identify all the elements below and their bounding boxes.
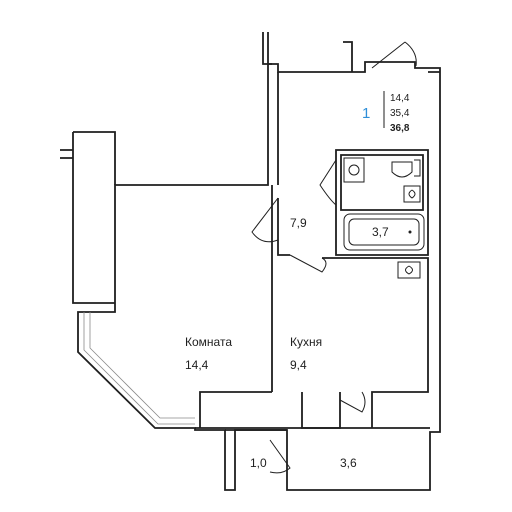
outer-wall-top-left: [262, 32, 272, 65]
bath-door-swing: [319, 159, 337, 206]
total-living-value: 35,4: [390, 108, 410, 119]
bathtub-inner: [348, 218, 420, 246]
balcony-large-area: 3,6: [340, 456, 357, 470]
outer-wall: [77, 32, 441, 491]
toilet-icon: [391, 159, 421, 178]
hall-door-swing: [251, 197, 327, 273]
interior-wall-bath: [335, 149, 429, 256]
outer-wall-left: [60, 131, 116, 304]
kitchen-area: 9,4: [290, 358, 307, 372]
bathroom-area: 3,7: [372, 225, 389, 239]
living-area-value: 14,4: [390, 93, 410, 104]
balcony-door-swing: [269, 391, 366, 474]
outer-wall-top-right: [343, 41, 440, 73]
bay-window-glass: [83, 312, 195, 425]
interior-wall-bottom: [195, 427, 430, 431]
kitchen-name: Кухня: [290, 335, 322, 349]
interior-wall-hall: [277, 72, 290, 256]
balcony-small-area: 1,0: [250, 456, 267, 470]
kitchen-sink-icon: [397, 261, 421, 279]
bathtub-drain-icon: [408, 230, 412, 234]
living-room-area: 14,4: [185, 358, 209, 372]
interior-wall-room-kitchen: [199, 185, 273, 428]
total-area-value: 36,8: [390, 123, 410, 134]
washbasin-icon: [403, 185, 421, 203]
bath-cabinet-sink: [348, 164, 360, 176]
entry-door-swing: [371, 41, 417, 69]
bath-cabinet: [343, 157, 365, 183]
living-room-name: Комната: [185, 335, 232, 349]
bathtub-icon: [343, 213, 425, 251]
hallway-area: 7,9: [290, 216, 307, 230]
rooms-count: 1: [362, 105, 370, 122]
